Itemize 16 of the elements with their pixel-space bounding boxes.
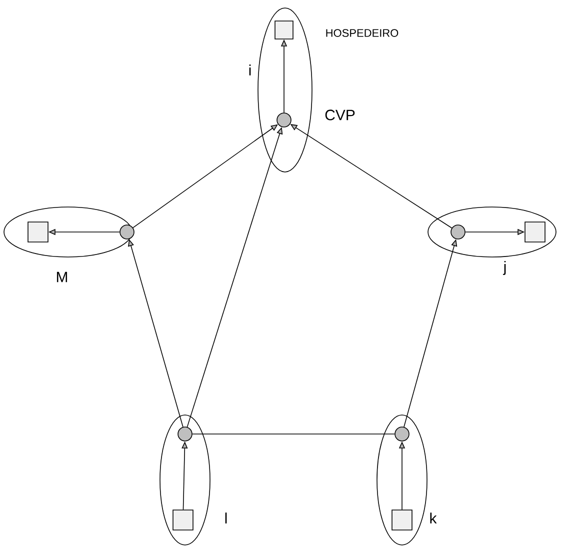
host-box bbox=[28, 222, 48, 242]
node-label: CVP bbox=[325, 110, 355, 120]
host-box bbox=[524, 222, 546, 242]
node-label: HOSPEDEIRO bbox=[326, 29, 398, 37]
node-label: k bbox=[430, 512, 437, 524]
node-label: l bbox=[225, 512, 227, 524]
host-box bbox=[392, 510, 412, 530]
node-label: M bbox=[56, 272, 68, 282]
node-label: i bbox=[249, 64, 251, 76]
switch-circle bbox=[178, 426, 192, 442]
host-box bbox=[172, 510, 194, 530]
arrow bbox=[132, 124, 278, 228]
switch-circle bbox=[450, 224, 466, 240]
switch-circle bbox=[120, 224, 134, 240]
switch-circle bbox=[394, 426, 410, 442]
node-label: j bbox=[502, 261, 506, 275]
